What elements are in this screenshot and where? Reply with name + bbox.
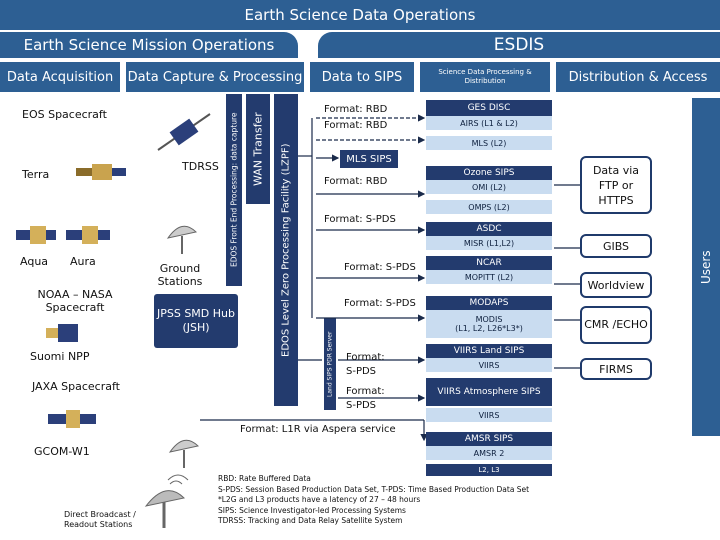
viirs-land-sips-box: VIIRS Land SIPS: [426, 344, 552, 358]
direct-broadcast-dish-icon: [144, 474, 189, 528]
amsr2-box: AMSR 2: [426, 446, 552, 460]
format-rbd-1: Format: RBD: [324, 104, 388, 115]
ozone-sips-box: Ozone SIPS: [426, 166, 552, 180]
label-aqua: Aqua: [20, 255, 49, 268]
label-ground-stations: Ground Stations: [157, 262, 203, 288]
legend-line: S-PDS: Session Based Production Data Set…: [218, 484, 530, 494]
modis-box: MODIS (L1, L2, L26*L3*): [426, 310, 552, 338]
format-spds-1: Format: S-PDS: [324, 214, 396, 225]
satellite-suomi-icon: [46, 324, 78, 342]
legend-line: TDRSS: Tracking and Data Relay Satellite…: [218, 516, 403, 525]
firms-box: FIRMS: [580, 358, 652, 380]
omi-box: OMI (L2): [426, 180, 552, 194]
satellite-gcom-icon: [48, 410, 96, 428]
format-spds-4a: Format:: [346, 352, 385, 363]
column-data-capture: Data Capture & Processing: [126, 62, 304, 92]
amsr2-levels-box: L2, L3: [426, 464, 552, 476]
format-rbd-2: Format: RBD: [324, 120, 388, 131]
label-noaa-nasa: NOAA – NASA Spacecraft: [37, 288, 113, 314]
label-direct-broadcast: Direct Broadcast / Readout Stations: [64, 510, 136, 529]
amsr-sips-box: AMSR SIPS: [426, 432, 552, 446]
viirs-atmosphere-sips-box: VIIRS Atmosphere SIPS: [426, 378, 552, 406]
satellite-dish-gcom-icon: [168, 439, 200, 468]
legend-line: RBD: Rate Buffered Data: [218, 474, 311, 483]
jpss-smd-hub-box: JPSS SMD Hub (JSH): [154, 294, 238, 348]
worldview-box: Worldview: [580, 272, 652, 298]
format-spds-2: Format: S-PDS: [344, 262, 416, 273]
label-terra: Terra: [22, 168, 50, 181]
legend-line: SIPS: Science Investigator-led Processin…: [218, 505, 406, 515]
column-data-acquisition: Data Acquisition: [0, 62, 120, 92]
omps-box: OMPS (L2): [426, 200, 552, 214]
label-jaxa-spacecraft: JAXA Spacecraft: [32, 380, 120, 393]
format-rbd-3: Format: RBD: [324, 176, 388, 187]
format-l1r-aspera: Format: L1R via Aspera service: [240, 424, 396, 435]
column-sips-processing: Science Data Processing & Distribution: [420, 62, 550, 92]
diagram-title-bar: Earth Science Data Operations: [0, 0, 720, 30]
modaps-box: MODAPS: [426, 296, 552, 310]
viirs-atmosphere-box: VIIRS: [426, 408, 552, 422]
label-suomi-npp: Suomi NPP: [30, 350, 90, 363]
data-via-ftp-box: Data via FTP or HTTPS: [580, 156, 652, 214]
cmr-echo-box: CMR /ECHO: [580, 306, 652, 344]
viirs-land-box: VIIRS: [426, 358, 552, 372]
satellite-aqua-icon: [16, 226, 56, 244]
legend-line: *L2G and L3 products have a latency of 2…: [218, 495, 421, 504]
label-gcom-w1: GCOM-W1: [34, 445, 90, 458]
legend-notes: RBD: Rate Buffered Data S-PDS: Session B…: [218, 474, 578, 527]
column-data-to-sips: Data to SIPS: [310, 62, 414, 92]
satellite-aura-icon: [66, 226, 110, 244]
satellite-terra-icon: [76, 164, 126, 180]
diagram-title: Earth Science Data Operations: [244, 6, 476, 24]
format-spds-3: Format: S-PDS: [344, 298, 416, 309]
section-mission-ops: Earth Science Mission Operations: [0, 32, 298, 58]
format-spds-5b: S-PDS: [346, 400, 377, 411]
format-spds-4b: S-PDS: [346, 366, 377, 377]
gibs-box: GIBS: [580, 234, 652, 258]
satellite-tdrss-icon: [157, 113, 211, 151]
ncar-box: NCAR: [426, 256, 552, 270]
asdc-box: ASDC: [426, 222, 552, 236]
mls-sips-box: MLS SIPS: [340, 150, 398, 168]
airs-box: AIRS (L1 & L2): [426, 116, 552, 130]
label-tdrss: TDRSS: [182, 160, 219, 173]
mls-box: MLS (L2): [426, 136, 552, 150]
column-distribution: Distribution & Access: [556, 62, 720, 92]
label-eos-spacecraft: EOS Spacecraft: [22, 108, 107, 121]
ges-disc-box: GES DISC: [426, 100, 552, 116]
format-spds-5a: Format:: [346, 386, 385, 397]
section-esdis: ESDIS: [318, 32, 720, 58]
label-aura: Aura: [70, 255, 96, 268]
ground-station-dish-icon: [166, 225, 198, 254]
misr-box: MISR (L1,L2): [426, 236, 552, 250]
mopitt-box: MOPITT (L2): [426, 270, 552, 284]
